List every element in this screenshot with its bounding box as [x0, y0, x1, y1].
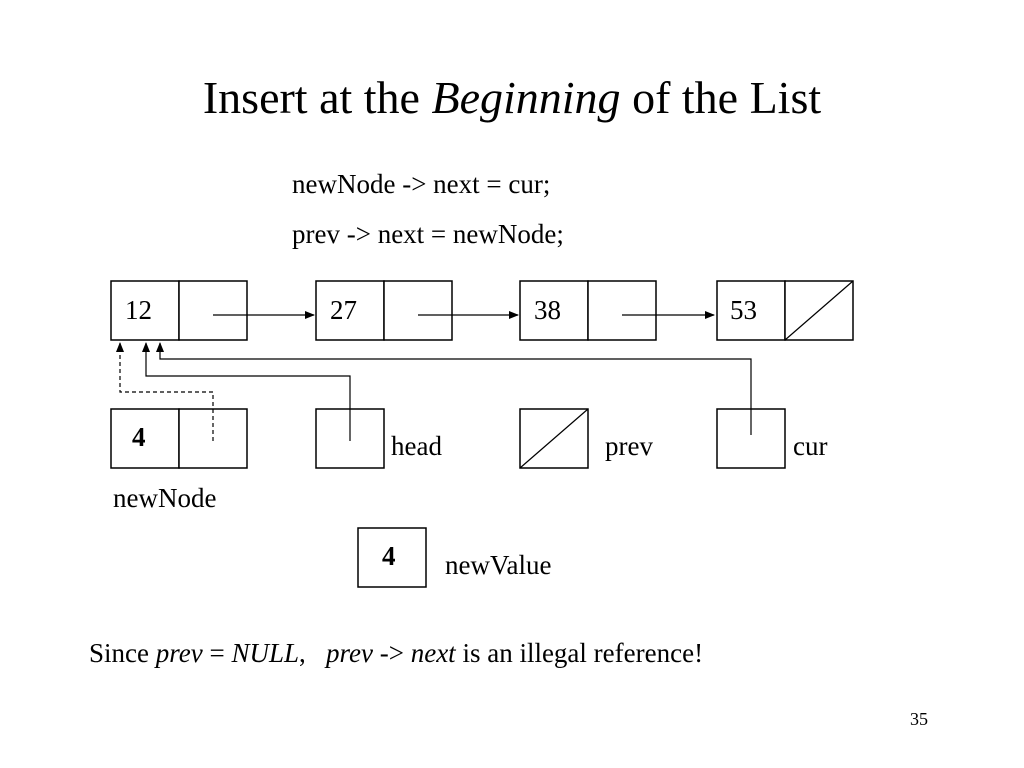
title-part-1: Insert at the: [202, 72, 432, 123]
prev-label: prev: [605, 431, 653, 461]
null-slash-icon: [784, 280, 854, 341]
new-node-next-pointer: [116, 342, 214, 441]
list-node-53: 53: [716, 280, 854, 341]
illegal-reference-note: Since prev = NULL, prev -> next is an il…: [89, 638, 704, 668]
new-node-data-cell: [110, 408, 180, 469]
new-node-value: 4: [132, 422, 146, 452]
title-part-2: of the List: [620, 72, 822, 123]
code-line-2: prev -> next = newNode;: [292, 219, 564, 249]
node-27-next-cell: [383, 280, 453, 341]
node-53-data-cell: [716, 280, 786, 341]
node-38-value: 38: [534, 295, 561, 325]
head-pointer-arrow: [142, 342, 351, 441]
node-38-data-cell: [519, 280, 589, 341]
node-12-next-cell: [178, 280, 248, 341]
node-38-next-cell: [587, 280, 657, 341]
title-emphasis: Beginning: [431, 72, 621, 123]
node-12-data-cell: [110, 280, 180, 341]
node-12-value: 12: [125, 295, 152, 325]
prev-null-slash-icon: [519, 408, 589, 469]
list-node-27: 27: [315, 280, 453, 341]
node-27-data-cell: [315, 280, 385, 341]
new-value-label: newValue: [445, 550, 552, 580]
node-27-value: 27: [330, 295, 357, 325]
page-number: 35: [910, 709, 928, 729]
cur-label: cur: [793, 431, 828, 461]
slide-title: Insert at the Beginning of the List: [0, 70, 1024, 126]
new-node: 4: [110, 408, 248, 469]
new-value-box: [357, 527, 427, 588]
cur-pointer-arrow: [156, 342, 752, 435]
new-value-value: 4: [382, 541, 396, 571]
new-node-label: newNode: [113, 483, 217, 513]
list-node-38: 38: [519, 280, 657, 341]
node-53-value: 53: [730, 295, 757, 325]
list-node-12: 12: [110, 280, 248, 341]
code-line-1: newNode -> next = cur;: [292, 169, 551, 199]
head-label: head: [391, 431, 442, 461]
